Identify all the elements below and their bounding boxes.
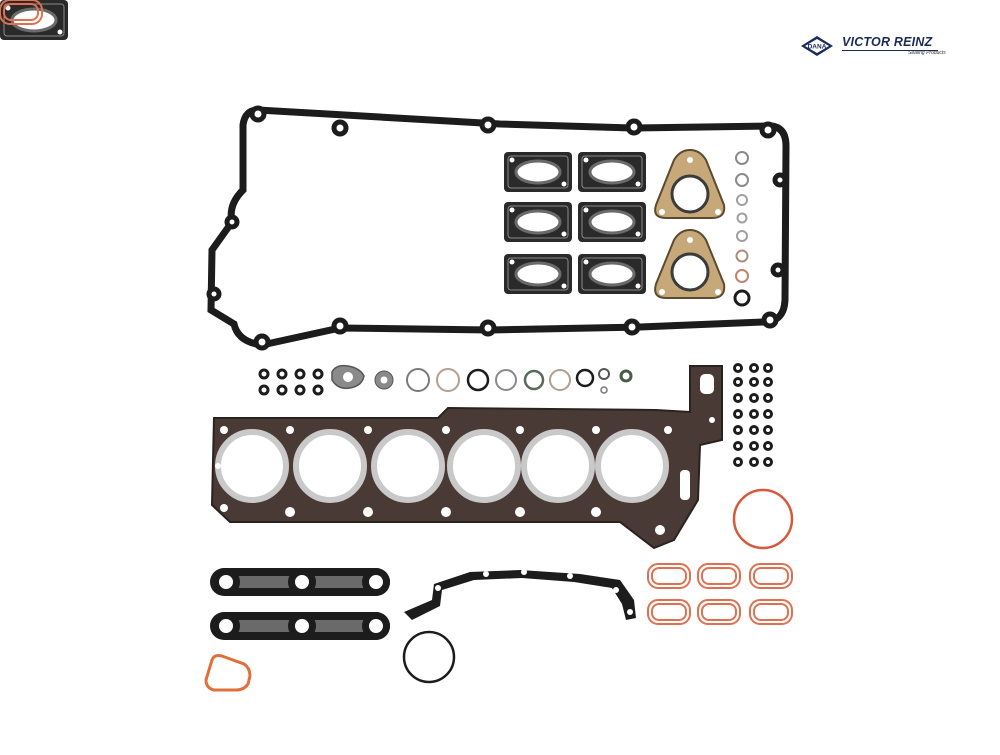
brand-underline	[842, 50, 938, 51]
brand-logo: DANA VICTOR REINZ Sealing Products	[800, 34, 950, 60]
triangular-flange-gaskets	[654, 148, 726, 299]
timing-cover-gasket	[404, 570, 636, 620]
intake-manifold-gaskets	[0, 0, 793, 625]
small-seal-rings	[733, 151, 751, 307]
assorted-seals-row	[258, 364, 633, 396]
brand-tagline: Sealing Products	[908, 50, 946, 56]
spark-plug-tube-seals	[210, 568, 390, 640]
black-o-ring	[402, 630, 456, 684]
orange-seal	[204, 654, 252, 692]
brand-name: VICTOR REINZ	[842, 35, 933, 49]
cylinder-head-gasket	[210, 365, 723, 550]
copper-o-ring	[732, 488, 794, 550]
valve-stem-seals	[733, 363, 773, 467]
valve-cover-gasket	[206, 105, 790, 351]
badge-text: DANA	[808, 44, 827, 51]
dana-badge-icon: DANA	[801, 36, 833, 56]
